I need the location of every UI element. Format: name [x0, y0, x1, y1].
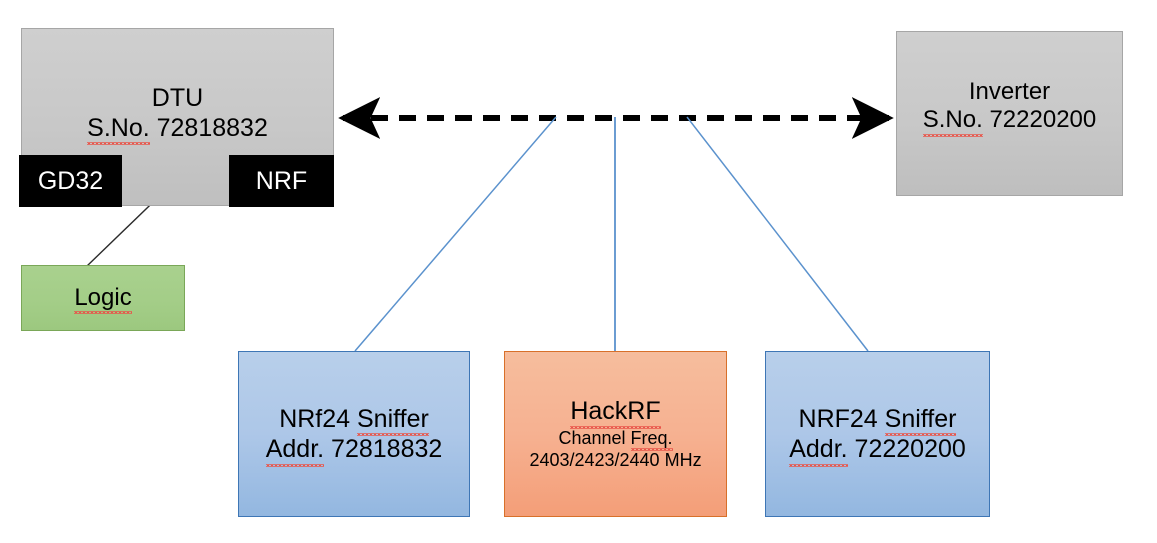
hackrf-node[interactable]: HackRF Channel Freq. 2403/2423/2440 MHz: [504, 351, 727, 517]
hackrf-sublabel-row: Channel Freq.: [558, 427, 673, 451]
sniffer2-tap: [686, 116, 869, 352]
sniffer2-addr-row: Addr. 72220200: [789, 434, 966, 466]
dtu-serial-prefix: S.No.: [87, 113, 150, 145]
sniffer1-prefix: NRf24: [279, 404, 357, 433]
hackrf-label-row: HackRF: [570, 396, 661, 429]
sniffer1-addr-space: [324, 435, 331, 463]
sniffer1-word-sniffer: Sniffer: [357, 404, 429, 436]
hackrf-frequencies: 2403/2423/2440 MHz: [529, 450, 702, 471]
inverter-node[interactable]: Inverter S.No. 72220200: [896, 31, 1123, 196]
sniffer2-label-row: NRF24 Sniffer: [798, 404, 957, 436]
nrf-label: NRF: [255, 166, 308, 195]
nrf24-sniffer-2-node[interactable]: NRF24 Sniffer Addr. 72220200: [765, 351, 990, 517]
hackrf-sublabel-channel: Channel: [558, 427, 631, 448]
sniffer2-prefix: NRF24: [798, 404, 885, 433]
hackrf-label: HackRF: [570, 397, 661, 429]
dtu-label: DTU: [151, 84, 204, 112]
inverter-serial-prefix: S.No.: [922, 106, 983, 137]
inverter-serial: S.No. 72220200: [922, 106, 1097, 137]
nrf24-sniffer-1-node[interactable]: NRf24 Sniffer Addr. 72818832: [238, 351, 470, 517]
dtu-serial-number: [150, 114, 157, 142]
sniffer1-tap: [354, 116, 557, 352]
gd32-chip[interactable]: GD32: [19, 155, 122, 207]
sniffer2-addr-value: 72220200: [854, 435, 966, 463]
gd32-label: GD32: [37, 166, 104, 195]
logic-analyzer-node[interactable]: Logic: [21, 265, 185, 331]
nrf-chip[interactable]: NRF: [229, 155, 334, 207]
sniffer1-addr-prefix: Addr.: [265, 435, 325, 466]
logic-label: Logic: [74, 283, 133, 315]
sniffer1-addr-value: 72818832: [331, 435, 443, 463]
inverter-label: Inverter: [968, 78, 1051, 105]
dtu-serial-value: 72818832: [156, 113, 268, 142]
sniffer2-addr-space: [848, 435, 855, 463]
sniffer1-label-row: NRf24 Sniffer: [279, 404, 429, 436]
sniffer2-word-sniffer: Sniffer: [884, 404, 957, 436]
sniffer1-addr-row: Addr. 72818832: [265, 434, 443, 466]
sniffer2-addr-prefix: Addr.: [789, 435, 848, 466]
dtu-serial: S.No. 72818832: [87, 113, 268, 145]
inverter-serial-value: 72220200: [989, 106, 1097, 134]
hackrf-sublabel-freq: Freq.: [630, 427, 673, 451]
